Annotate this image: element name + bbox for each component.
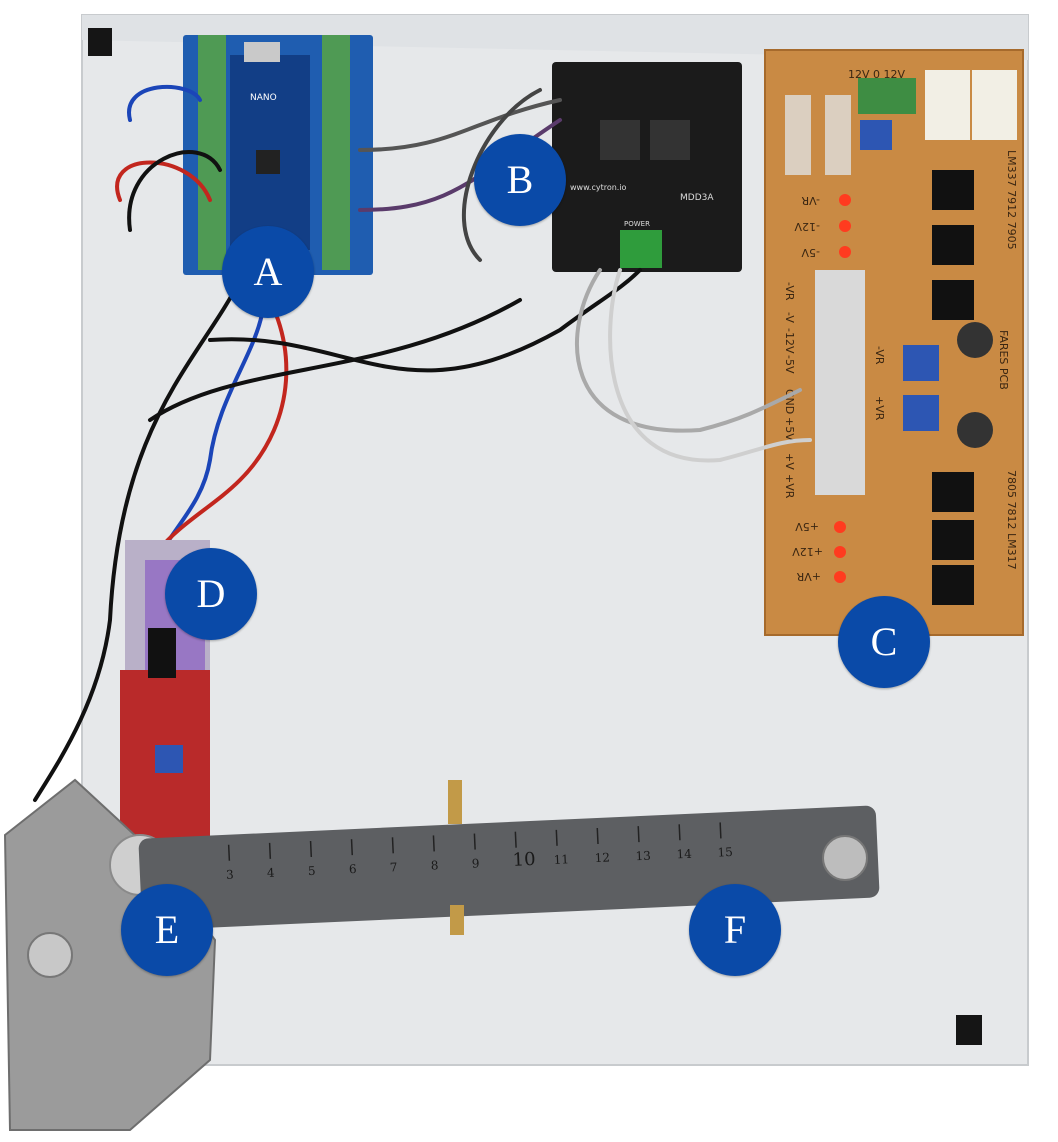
ruler-tick-label: 13 bbox=[635, 849, 651, 864]
terminal-label: +V bbox=[783, 453, 796, 470]
marker-d: D bbox=[165, 548, 257, 640]
terminal-label: -12V bbox=[783, 328, 796, 354]
marker-e: E bbox=[121, 884, 213, 976]
terminal-label: -5V bbox=[783, 355, 796, 374]
ruler-tick-label: 3 bbox=[226, 868, 234, 882]
standoff-top-left bbox=[88, 28, 112, 56]
rail-label: +VR bbox=[796, 570, 821, 583]
psu-rail-labels-bottom: +5V +12V +VR bbox=[792, 520, 823, 583]
psu-maker-label: FARES PCB bbox=[997, 330, 1010, 390]
marker-a: A bbox=[222, 226, 314, 318]
arduino-board-label: NANO bbox=[250, 93, 277, 103]
psu-side-label: LM337 7912 7905 bbox=[1005, 150, 1018, 250]
ruler-tick bbox=[309, 840, 313, 858]
ruler-tick-label: 7 bbox=[390, 860, 398, 874]
ruler-tick bbox=[227, 844, 231, 861]
ruler-tick bbox=[350, 839, 354, 856]
motor-driver-model: MDD3A bbox=[680, 193, 714, 203]
psu-terminal-labels: -VR -V -12V -5V GND +5V +V +VR bbox=[783, 282, 796, 499]
terminal-label: +5V bbox=[783, 417, 796, 441]
sensor-module bbox=[120, 540, 210, 840]
ruler-tick bbox=[432, 835, 435, 852]
ruler-tick bbox=[555, 829, 558, 846]
ruler-tick bbox=[391, 837, 394, 854]
ruler-tick bbox=[678, 824, 681, 841]
rail-label: +12V bbox=[792, 545, 823, 558]
rail-label: -VR bbox=[801, 194, 820, 207]
ruler-tick bbox=[473, 833, 476, 850]
rail-label: -5V bbox=[801, 246, 820, 259]
brass-spacer bbox=[450, 905, 464, 935]
ruler-tick-label: 11 bbox=[553, 852, 569, 867]
pot-label: +VR bbox=[873, 396, 886, 421]
ruler-tick-label: 10 bbox=[512, 849, 536, 871]
ruler-tick bbox=[637, 826, 640, 843]
ruler-tick bbox=[514, 831, 517, 848]
standoff-bottom-right bbox=[956, 1015, 982, 1045]
psu-header-label: 12V 0 12V bbox=[848, 68, 906, 81]
brass-spacer bbox=[448, 780, 462, 824]
terminal-label: -V bbox=[783, 312, 796, 323]
ruler-tick bbox=[596, 827, 599, 845]
ruler-tick-label: 15 bbox=[717, 845, 733, 860]
ruler-tick-label: 5 bbox=[308, 864, 316, 878]
marker-b: B bbox=[474, 134, 566, 226]
terminal-label: -VR bbox=[783, 282, 796, 301]
ruler-tick-label: 4 bbox=[267, 866, 276, 880]
marker-f: F bbox=[689, 884, 781, 976]
psu-side-label-2: 7805 7812 LM317 bbox=[1005, 470, 1018, 570]
marker-c: C bbox=[838, 596, 930, 688]
ruler-arm: 3 4 5 6 7 8 9 10 11 12 13 14 15 bbox=[138, 805, 880, 931]
motor-driver-power-label: POWER bbox=[624, 220, 650, 228]
rail-label: +5V bbox=[795, 520, 819, 533]
rail-label: -12V bbox=[794, 220, 820, 233]
psu-rail-labels-top: -VR -12V -5V bbox=[794, 194, 820, 259]
ruler-tick-label: 6 bbox=[349, 862, 357, 876]
power-supply-board: 12V 0 12V FARES PCB LM337 7912 7905 7805… bbox=[764, 49, 1024, 636]
ruler-tick-label: 12 bbox=[594, 850, 610, 865]
psu-pot-labels: -VR +VR bbox=[873, 346, 886, 421]
motor-driver-brand: www.cytron.io bbox=[570, 183, 627, 192]
motor-driver-board: www.cytron.io MDD3A POWER bbox=[552, 62, 742, 272]
ruler-tick bbox=[268, 842, 272, 859]
ruler-tick bbox=[719, 822, 722, 839]
ruler-ticks: 3 4 5 6 7 8 9 10 11 12 13 14 15 bbox=[226, 822, 733, 882]
ruler-tick-label: 14 bbox=[676, 847, 692, 862]
ruler-tick-label: 8 bbox=[430, 858, 438, 872]
ruler-tick-label: 9 bbox=[471, 856, 479, 870]
pot-label: -VR bbox=[873, 346, 886, 365]
terminal-label: +VR bbox=[783, 474, 796, 499]
